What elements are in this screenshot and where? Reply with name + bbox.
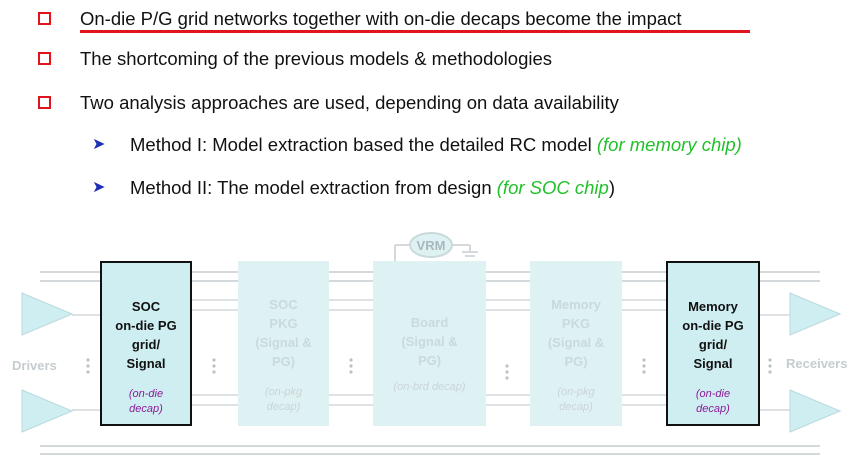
block-line: PG) (271, 354, 296, 369)
ellipsis-dots (86, 358, 772, 380)
block-line: Memory (551, 297, 601, 312)
block-line: Signal (693, 356, 733, 371)
bullet-square-icon (38, 12, 51, 25)
bullet-square-icon (38, 96, 51, 109)
block-line: (Signal & (401, 334, 458, 349)
board-block: Board (Signal & PG) (on-brd decap) (373, 261, 486, 426)
arrow-bullet-icon: ➤ (92, 136, 106, 153)
block-line: PG) (417, 353, 442, 368)
block-line: PKG (561, 316, 591, 331)
block-line: Signal (126, 356, 166, 371)
block-line: on-die PG (682, 318, 744, 333)
block-line: grid/ (698, 337, 728, 352)
driver-triangle-bottom (21, 389, 74, 433)
block-line: grid/ (131, 337, 161, 352)
arrow-bullet-icon: ➤ (92, 179, 106, 196)
drivers-label: Drivers (12, 358, 57, 373)
receiver-triangle-top (789, 292, 842, 336)
signal-wires (72, 299, 790, 411)
block-line: Memory (688, 299, 738, 314)
block-line: PG) (564, 354, 588, 369)
vrm-ellipse (409, 232, 453, 258)
block-line: (Signal & (547, 335, 605, 350)
red-underline (80, 30, 750, 33)
block-line: SOC (131, 299, 161, 314)
block-line: (Signal & (255, 335, 312, 350)
sub-bullet-2-text: Method II: The model extraction from des… (130, 177, 615, 198)
bullet-2-text: The shortcoming of the previous models &… (80, 48, 553, 69)
block-line: on-die PG (115, 318, 177, 333)
vrm-label: VRM (417, 238, 446, 253)
bullet-1-text: On-die P/G grid networks together with o… (80, 8, 682, 29)
block-line: Board (410, 315, 449, 330)
driver-triangle-top (21, 292, 74, 336)
receiver-triangle-bottom (789, 389, 842, 433)
block-line: SOC (269, 297, 298, 312)
decap-label: (on-brd decap) (393, 381, 466, 393)
bullet-3-text: Two analysis approaches are used, depend… (80, 92, 619, 113)
block-line: PKG (269, 316, 298, 331)
sub-bullet-1-text: Method I: Model extraction based the det… (130, 134, 742, 155)
receivers-label: Receivers (786, 356, 848, 371)
bullet-square-icon (38, 52, 51, 65)
